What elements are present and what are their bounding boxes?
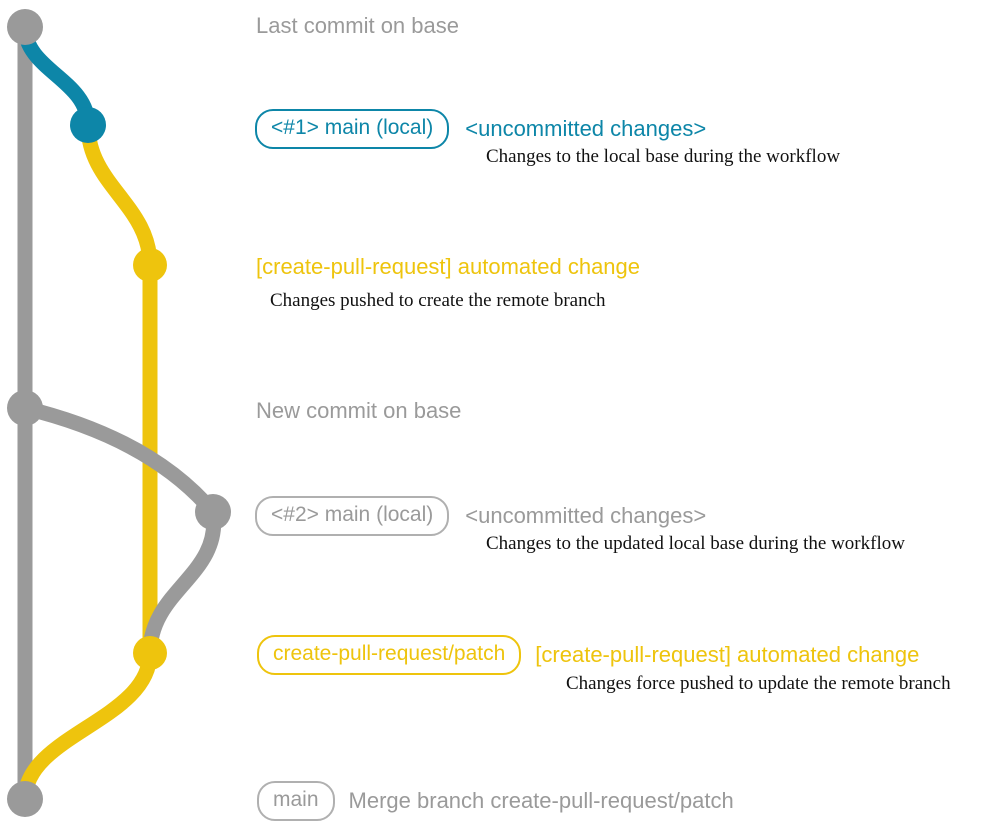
subtext-local-commit-2: Changes to the updated local base during… [486, 533, 905, 554]
subtext-remote-commit-1: Changes pushed to create the remote bran… [270, 290, 606, 311]
badge-main-local-2[interactable]: <#2> main (local) [255, 496, 450, 536]
headline-last-commit-on-base: Last commit on base [256, 13, 459, 38]
headline-uncommitted-changes-1: <uncommitted changes> [465, 116, 707, 141]
subtext-local-commit-1: Changes to the local base during the wor… [486, 146, 841, 167]
row-last-commit-on-base: Last commit on base [256, 13, 459, 39]
headline-automated-change-2: [create-pull-request] automated change [535, 642, 920, 667]
row-local-commit-1: <#1> main (local) <uncommitted changes> [255, 109, 706, 149]
row-base-merge-commit: main Merge branch create-pull-request/pa… [257, 781, 734, 821]
row-new-commit-on-base: New commit on base [256, 398, 461, 424]
row-remote-commit-2: create-pull-request/patch [create-pull-r… [257, 635, 919, 675]
badge-main-local-1[interactable]: <#1> main (local) [255, 109, 450, 149]
headline-merge-branch: Merge branch create-pull-request/patch [348, 788, 734, 813]
badge-main[interactable]: main [257, 781, 335, 821]
headline-automated-change-1: [create-pull-request] automated change [256, 254, 641, 279]
row-remote-commit-1: [create-pull-request] automated change [256, 254, 640, 280]
subtext-remote-commit-2: Changes force pushed to update the remot… [566, 673, 951, 694]
badge-create-pull-request-patch[interactable]: create-pull-request/patch [257, 635, 522, 675]
row-local-commit-2: <#2> main (local) <uncommitted changes> [255, 496, 706, 536]
headline-uncommitted-changes-2: <uncommitted changes> [465, 503, 707, 528]
headline-new-commit-on-base: New commit on base [256, 398, 462, 423]
